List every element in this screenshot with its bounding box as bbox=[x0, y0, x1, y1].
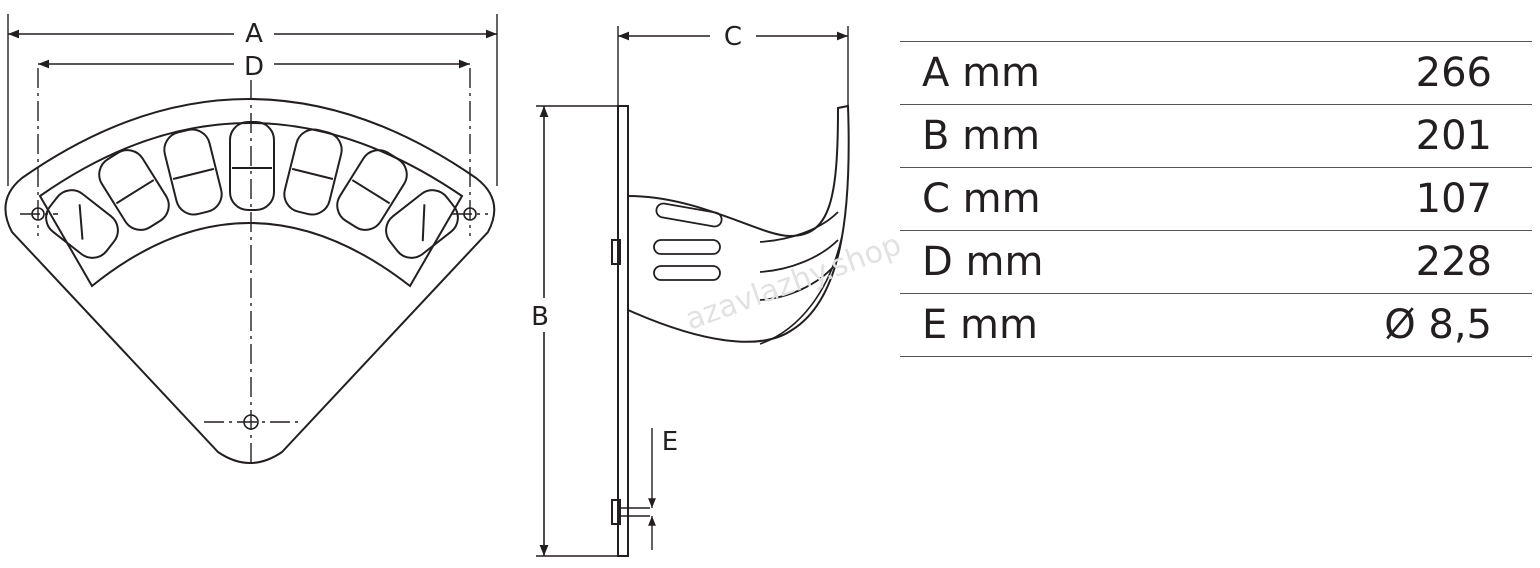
spec-value: Ø 8,5 bbox=[1384, 302, 1492, 348]
spec-row-a: A mm 266 bbox=[900, 42, 1532, 105]
spec-label: E mm bbox=[922, 302, 1038, 348]
dim-label-b: B bbox=[531, 302, 549, 332]
spec-value: 107 bbox=[1415, 176, 1492, 222]
side-view bbox=[536, 26, 850, 557]
wall-plate bbox=[617, 105, 629, 557]
spec-label: C mm bbox=[922, 176, 1041, 222]
spec-row-b: B mm 201 bbox=[900, 105, 1532, 168]
dim-label-d: D bbox=[244, 52, 264, 82]
dim-label-e: E bbox=[662, 427, 678, 457]
hook-arm bbox=[627, 104, 850, 343]
mounting-holes bbox=[31, 207, 477, 430]
dim-label-c: C bbox=[724, 22, 742, 52]
spec-row-d: D mm 228 bbox=[900, 231, 1532, 294]
spec-row-c: C mm 107 bbox=[900, 168, 1532, 231]
spec-row-e: E mm Ø 8,5 bbox=[900, 294, 1532, 357]
arm-slots bbox=[653, 202, 839, 301]
spec-value: 228 bbox=[1415, 239, 1492, 285]
watermark: azavlazhy.shop bbox=[681, 227, 906, 337]
dim-label-a: A bbox=[245, 19, 263, 49]
centre-lines bbox=[20, 68, 488, 462]
front-view-slots bbox=[45, 121, 459, 259]
front-view-band bbox=[38, 122, 464, 288]
spec-label: A mm bbox=[922, 50, 1041, 96]
spec-value: 201 bbox=[1415, 113, 1492, 159]
spec-table: A mm 266 B mm 201 C mm 107 D mm 228 E mm… bbox=[900, 41, 1532, 357]
spec-value: 266 bbox=[1415, 50, 1492, 96]
front-view-outline bbox=[4, 98, 496, 464]
spec-label: D mm bbox=[922, 239, 1044, 285]
spec-label: B mm bbox=[922, 113, 1041, 159]
